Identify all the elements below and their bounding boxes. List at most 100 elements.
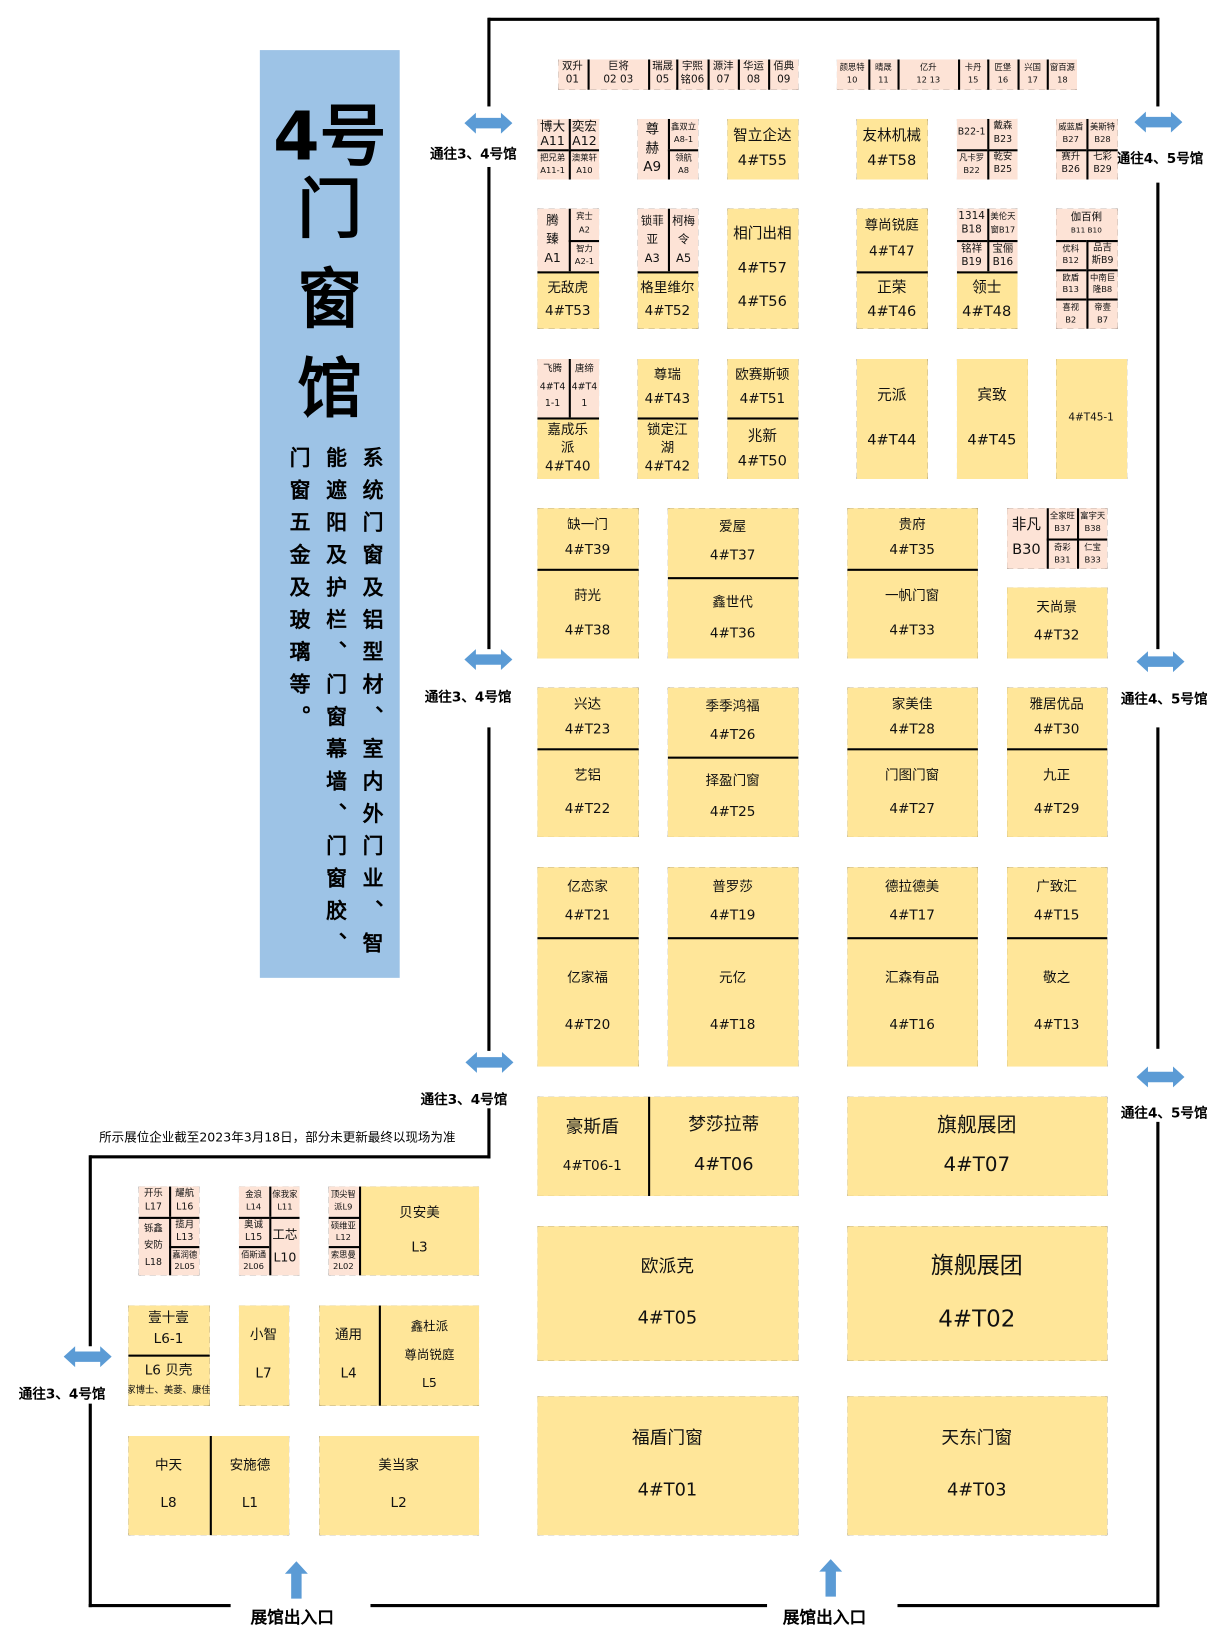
- booth[interactable]: 美伦天窗B17: [986, 208, 1017, 240]
- booth[interactable]: 中南巨隆B8: [1085, 268, 1118, 298]
- booth[interactable]: 4#T45-1: [1055, 358, 1127, 479]
- booth[interactable]: L6 贝壳家博士、美菱、康佳: [127, 1354, 210, 1406]
- booth[interactable]: 宇熙铭06: [675, 58, 708, 90]
- booth[interactable]: 品吉斯B9: [1085, 239, 1118, 269]
